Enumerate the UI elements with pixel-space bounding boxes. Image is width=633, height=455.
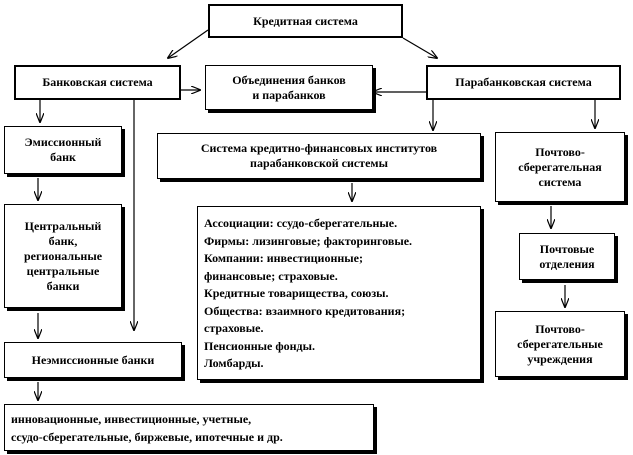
post-offices-line-1: Почтовые: [539, 241, 595, 256]
emission-bank-line-2: банк: [50, 150, 76, 164]
non-emission-banks-label: Неэмиссионные банки: [31, 352, 155, 367]
institutions-list-box: Ассоциации: ссудо-сберегательные. Фирмы:…: [197, 206, 481, 380]
postal-institutions-line-3: учреждения: [527, 351, 593, 366]
institutes-line-2: парабанковской системы: [250, 156, 388, 170]
institutions-item: финансовые; страховые.: [204, 268, 338, 283]
postal-savings-system-box: Почтово- сберегательная система: [495, 132, 625, 202]
institutions-item: Общества: взаимного кредитования;: [204, 303, 406, 318]
credit-system-label: Кредитная система: [253, 13, 358, 28]
emission-bank-box: Эмиссионный банк: [4, 126, 122, 174]
associations-line-1: Объединения банков: [232, 72, 346, 87]
parabanking-system-label: Парабанковская система: [455, 75, 592, 89]
postal-institutions-line-2: сберегательные: [517, 336, 603, 351]
banking-system-box: Банковская система: [14, 65, 181, 100]
credit-system-box: Кредитная система: [208, 4, 403, 38]
central-bank-line-2: банк,: [48, 233, 78, 248]
bank-types-line-2: ссудо-сберегательные, биржевые, ипотечны…: [11, 429, 283, 444]
central-bank-line-3: региональные: [23, 248, 103, 263]
institutions-item: страховые.: [204, 321, 264, 335]
institutions-item: Пенсионные фонды.: [204, 338, 315, 353]
central-bank-line-1: Центральный: [24, 218, 102, 233]
non-emission-banks-box: Неэмиссионные банки: [4, 342, 182, 378]
institutes-line-1: Система кредитно-финансовых институтов: [200, 141, 438, 155]
postal-system-line-2: сберегательная: [518, 159, 602, 174]
institutions-item: Компании: инвестиционные;: [204, 251, 363, 265]
postal-savings-institutions-box: Почтово- сберегательные учреждения: [495, 311, 625, 377]
central-bank-box: Центральный банк, региональные центральн…: [4, 204, 122, 308]
postal-system-line-1: Почтово-: [535, 144, 585, 159]
postal-institutions-line-1: Почтово-: [535, 321, 585, 336]
bank-types-line-1: инновационные, инвестиционные, учетные,: [11, 411, 252, 426]
central-bank-line-5: банки: [46, 278, 80, 293]
parabanking-system-box: Парабанковская система: [426, 65, 621, 100]
institutions-item: Ломбарды.: [204, 356, 264, 370]
institutions-item: Кредитные товарищества, союзы.: [204, 286, 389, 300]
postal-system-line-3: система: [538, 174, 582, 189]
post-offices-line-2: отделения: [539, 256, 595, 271]
emission-bank-line-1: Эмиссионный: [24, 135, 102, 149]
arrow-credit-to-parabanking: [402, 37, 437, 58]
bank-types-box: инновационные, инвестиционные, учетные, …: [4, 404, 374, 451]
credit-financial-institutes-box: Система кредитно-финансовых институтов п…: [157, 133, 481, 179]
associations-line-2: и парабанков: [252, 87, 326, 102]
banking-system-label: Банковская система: [42, 75, 153, 89]
institutions-item: Ассоциации: ссудо-сберегательные.: [204, 216, 398, 230]
arrow-credit-to-banking: [168, 29, 209, 58]
post-offices-box: Почтовые отделения: [519, 233, 615, 280]
associations-box: Объединения банков и парабанков: [205, 65, 373, 110]
institutions-item: Фирмы: лизинговые; факторинговые.: [204, 233, 413, 248]
central-bank-line-4: центральные: [26, 263, 100, 278]
